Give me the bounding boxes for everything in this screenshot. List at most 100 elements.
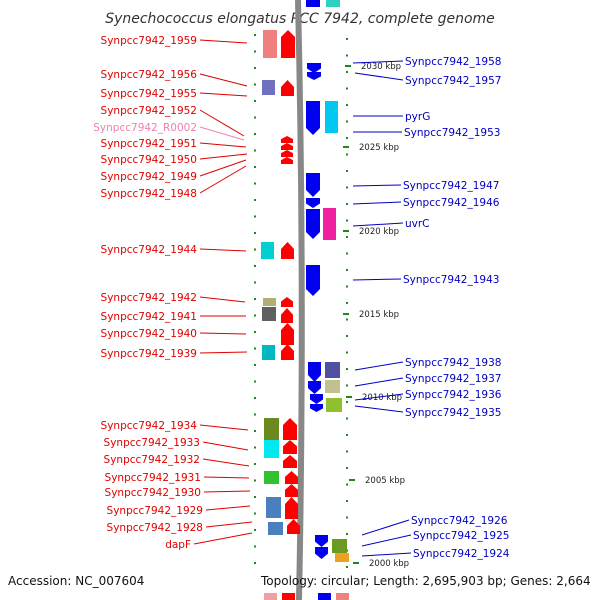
scale-tick-right [346, 434, 348, 436]
gene-block [262, 307, 276, 321]
gene-block [318, 593, 331, 600]
label-leader-lines [193, 39, 412, 557]
scale-tick-right [346, 384, 348, 387]
scale-tick-left [254, 364, 256, 366]
gene-arrow-down [306, 101, 320, 135]
scale-tick-right [346, 87, 348, 90]
leader-line-right [354, 377, 404, 387]
leader-line-left [205, 505, 251, 511]
scale-label: 2005 kbp [365, 476, 405, 486]
scale-tick-left [254, 83, 256, 86]
leader-line-left [199, 165, 247, 194]
gene-label-right: Synpcc7942_1936 [405, 389, 502, 401]
gene-label-right: Synpcc7942_1924 [413, 548, 510, 560]
scale-tick-right [346, 104, 348, 106]
scale-tick-right [346, 71, 348, 73]
scale-tick-left [254, 463, 256, 465]
scale-tick-right [346, 269, 348, 271]
gene-labels: Synpcc7942_1959Synpcc7942_1956Synpcc7942… [93, 35, 509, 560]
gene-arrow-up [285, 471, 298, 484]
leader-line-left [199, 248, 247, 252]
gene-arrow-up [281, 30, 295, 58]
gene-label-left: Synpcc7942_1931 [105, 472, 201, 484]
scale-tick-right [346, 450, 348, 453]
gene-label-right: Synpcc7942_1937 [405, 373, 501, 385]
gene-label-right: Synpcc7942_1925 [413, 530, 509, 542]
gene-label-left: Synpcc7942_1933 [104, 437, 200, 449]
scale-tick-left [254, 413, 256, 416]
scale-major-tick [343, 313, 349, 315]
scale-tick-right [346, 186, 348, 189]
scale-tick-right [346, 137, 348, 139]
leader-line-left [199, 126, 245, 141]
gene-label-left: Synpcc7942_1940 [101, 328, 197, 340]
scale-tick-left [254, 380, 256, 383]
scale-tick-left [254, 430, 256, 432]
gene-label-left: Synpcc7942_1948 [101, 188, 197, 200]
scale-major-tick [343, 146, 349, 148]
gene-label-left: Synpcc7942_1952 [101, 105, 197, 117]
gene-arrow-up [281, 242, 294, 259]
gene-arrow-down [310, 394, 323, 404]
gene-label-left: Synpcc7942_1930 [105, 487, 201, 499]
leader-line-right [352, 60, 404, 64]
leader-line-left [202, 441, 249, 451]
scale-tick-right [346, 153, 348, 156]
scale-tick-left [254, 166, 256, 168]
scale-tick-left [254, 116, 256, 119]
gene-block [332, 539, 347, 553]
scale-tick-left [254, 215, 256, 218]
gene-block [262, 345, 275, 360]
gene-arrow-up [281, 323, 294, 345]
gene-block [263, 298, 276, 306]
scale-major-tick [343, 230, 349, 232]
gene-arrow-down [315, 535, 328, 547]
gene-arrow-down [315, 547, 328, 559]
gene-label-right: Synpcc7942_1926 [411, 515, 508, 527]
scale-tick-left [254, 347, 256, 350]
gene-label-right: Synpcc7942_1946 [403, 197, 500, 209]
gene-arrow-down [307, 63, 321, 73]
gene-label-left: Synpcc7942_1941 [101, 311, 197, 323]
leader-line-left [199, 39, 248, 44]
leader-line-left [203, 490, 251, 493]
gene-block [335, 553, 349, 562]
gene-arrow-down [308, 381, 321, 394]
scale-tick-right [346, 335, 348, 337]
gene-label-right: Synpcc7942_1957 [405, 75, 501, 87]
leader-line-left [205, 521, 253, 528]
scale-tick-left [254, 199, 256, 201]
gene-label-left: Synpcc7942_1959 [101, 35, 197, 47]
gene-features [261, 0, 349, 600]
scale-tick-right [346, 368, 348, 370]
gene-block [326, 398, 342, 412]
scale-tick-left [254, 397, 256, 399]
gene-label-left: Synpcc7942_1950 [101, 154, 197, 166]
scale-tick-right [346, 219, 348, 222]
scale-tick-left [254, 133, 256, 135]
accession-text: Accession: NC_007604 [8, 574, 145, 588]
gene-label-left: Synpcc7942_1949 [101, 171, 197, 183]
scale-tick-right [346, 54, 348, 57]
gene-arrow-up [287, 519, 300, 534]
gene-label-left: Synpcc7942_1934 [101, 420, 198, 432]
gene-block [261, 242, 274, 259]
gene-label-left: Synpcc7942_1942 [101, 292, 197, 304]
gene-block [326, 0, 340, 7]
leader-line-left [193, 532, 253, 545]
gene-arrow-up [281, 297, 293, 307]
gene-arrow-down [306, 173, 320, 197]
scale-tick-right [346, 203, 348, 205]
leader-line-left [199, 92, 248, 97]
scale-tick-left [254, 34, 256, 36]
leader-line-left [199, 296, 246, 303]
gene-label-left: Synpcc7942_1951 [101, 138, 197, 150]
gene-block [262, 80, 275, 95]
leader-line-left [199, 73, 248, 87]
scale-tick-left [254, 562, 256, 564]
leader-line-left [199, 153, 248, 160]
scale-tick-left [254, 50, 256, 53]
gene-arrow-up [281, 136, 293, 143]
scale-tick-left [254, 545, 256, 548]
leader-line-right [352, 222, 404, 227]
